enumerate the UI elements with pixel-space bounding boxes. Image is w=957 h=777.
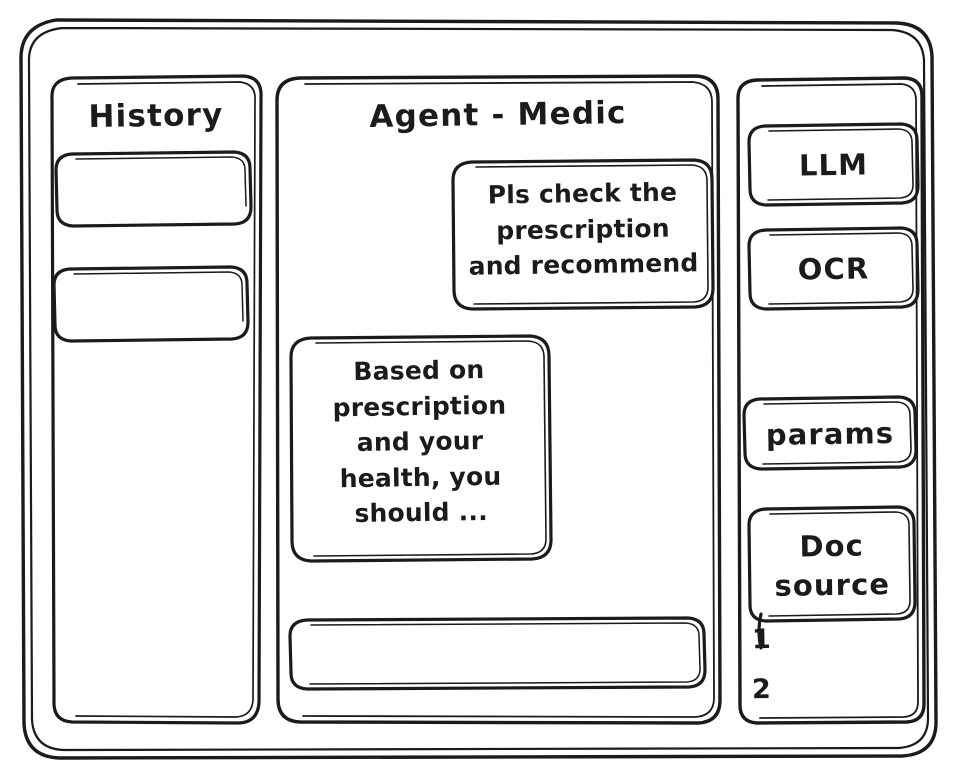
tool-doc-source-label: Doc source xyxy=(774,528,891,603)
history-item-1[interactable] xyxy=(56,152,252,226)
tool-ocr-label: OCR xyxy=(797,251,870,287)
message-bubble-agent: Based on prescription and your health, y… xyxy=(291,336,551,561)
history-item-1-label xyxy=(56,172,252,175)
history-item-2-label xyxy=(54,287,248,290)
doc-source-item-2[interactable]: 2 xyxy=(752,664,812,708)
tool-llm-label: LLM xyxy=(798,147,869,183)
tool-ocr-button[interactable]: OCR xyxy=(749,228,918,309)
doc-source-item-1[interactable]: 1 xyxy=(752,614,812,658)
composer-value xyxy=(304,635,684,641)
tool-params-button[interactable]: params xyxy=(744,397,916,469)
tool-doc-source-button[interactable]: Doc source xyxy=(749,507,915,621)
history-panel-title: History xyxy=(88,96,224,136)
tool-params-label: params xyxy=(765,415,895,453)
tool-llm-button[interactable]: LLM xyxy=(749,124,918,205)
message-user-text: Pls check the prescription and recommend xyxy=(468,177,699,281)
message-agent-text: Based on prescription and your health, y… xyxy=(332,354,507,529)
doc-source-item-2-label: 2 xyxy=(751,673,772,706)
agent-panel-title: Agent - Medic xyxy=(369,94,627,136)
message-bubble-user: Pls check the prescription and recommend xyxy=(453,160,713,309)
history-item-2[interactable] xyxy=(54,267,248,341)
composer-input[interactable] xyxy=(290,618,705,689)
doc-source-item-1-label: 1 xyxy=(751,623,772,656)
